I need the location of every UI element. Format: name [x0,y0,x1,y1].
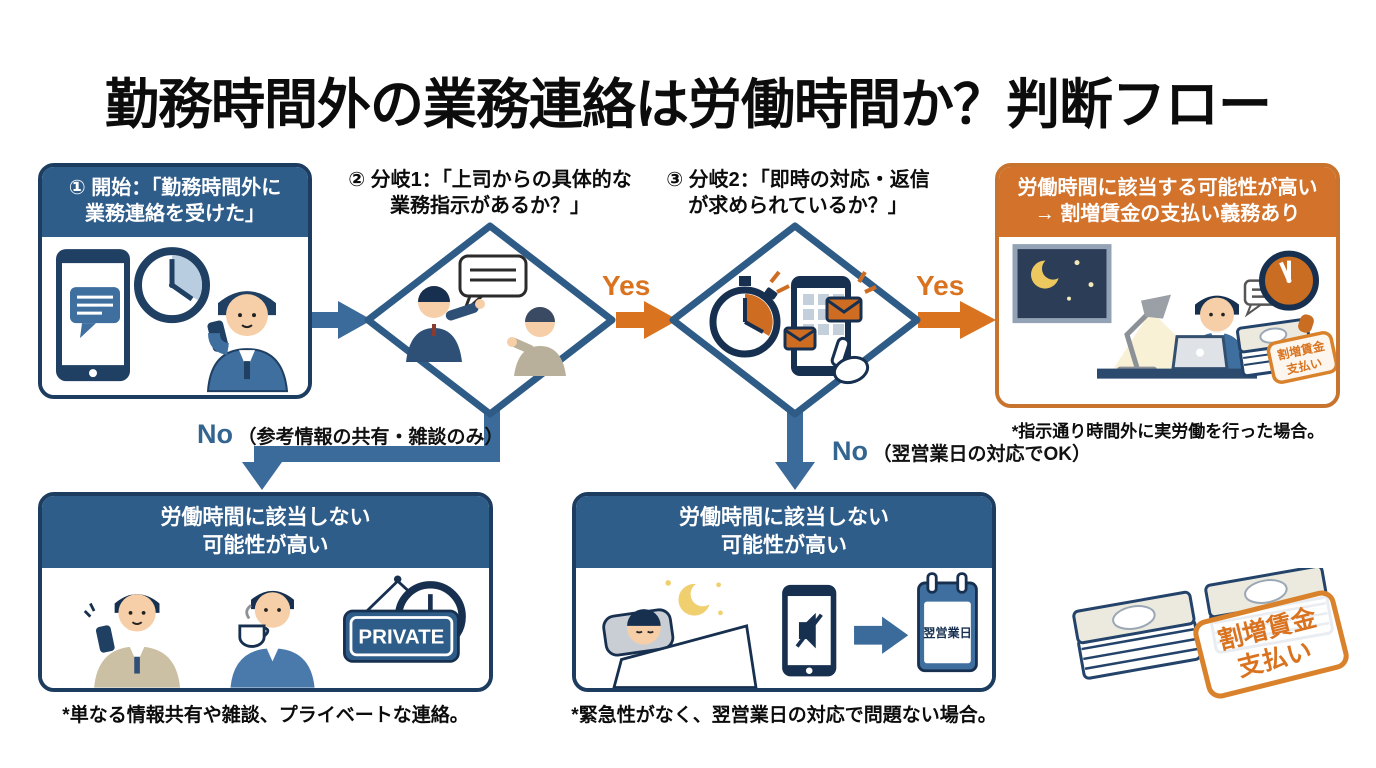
nextday-box-header: 労働時間に該当しない 可能性が高い [576,496,992,569]
businessman-figure [206,290,289,392]
private-box-header-line2: 可能性が高い [202,533,329,557]
decision1-label-line2: 業務指示があるか？」 [390,195,590,218]
phone-mail-icon [783,270,877,385]
envelope-icon [783,296,863,351]
sleeping-person-figure [602,580,758,688]
edge-label-no1: No （参考情報の共有・雑談のみ） [197,419,503,450]
stopwatch-icon [709,270,790,358]
start-box: ① 開始：「勤務時間外に 業務連絡を受けた」 [38,163,312,399]
decision2-label-line1: ③ 分岐2：「即時の対応・返信 [666,169,930,191]
result-box: 労働時間に該当する可能性が高い → 割増賃金の支払い義務あり [995,163,1340,408]
private-box-header: 労働時間に該当しない 可能性が高い [42,496,489,569]
edge-label-yes1: Yes [602,270,651,301]
nextday-box-header-line2: 可能性が高い [721,533,847,557]
stamp-handle-icon [1298,314,1314,333]
arrow-to-calendar [854,617,909,655]
calendar-icon: 翌営業日 [917,572,978,673]
decision2-diamond [667,220,923,420]
hand-pointer-icon [830,336,870,385]
calendar-text: 翌営業日 [923,626,972,641]
overtime-clock-icon [1259,250,1319,311]
no2-note: （翌営業日の対応でOK） [872,444,1091,465]
private-sign-icon: PRIVATE [343,575,466,664]
private-sign-text: PRIVATE [358,626,444,649]
arrowhead-no1 [242,462,282,490]
start-box-illustration [42,236,308,395]
decision2-label-line2: が求められているか？」 [688,195,908,218]
man-with-coffee-figure [230,591,315,688]
muted-phone-icon [782,585,837,677]
start-box-header: ① 開始：「勤務時間外に 業務連絡を受けた」 [42,167,308,237]
result-footnote: *指示通り時間外に実労働を行った場合。 [1011,422,1325,441]
arrow-yes-decision2-to-result [918,301,996,339]
start-box-header-line1: ① 開始：「勤務時間外に [68,177,282,199]
no2-word: No [832,436,868,466]
no1-word: No [197,419,233,449]
decision2-label: ③ 分岐2：「即時の対応・返信 が求められているか？」 [648,167,948,220]
nextday-box: 労働時間に該当しない 可能性が高い [572,492,996,692]
private-box-illustration: PRIVATE [42,568,489,688]
nextday-footnote: *緊急性がなく、翌営業日の対応で問題ない場合。 [571,705,997,726]
laptop-icon [1171,334,1229,370]
result-box-header-line2: → 割増賃金の支払い義務あり [1034,203,1301,226]
decision2-diamond-svg [669,222,921,418]
coffee-cup-icon [238,604,270,649]
result-box-illustration: 割増賃金 支払い [999,236,1336,404]
moon-icon [665,580,723,617]
nextday-box-header-line1: 労働時間に該当しない [679,506,889,529]
man-with-phone-figure [83,594,181,688]
arrowhead-no2 [775,462,815,490]
page-title: 勤務時間外の業務連絡は労働時間か？判断フロー [105,75,1272,135]
edge-label-no2: No （翌営業日の対応でOK） [832,436,1091,467]
private-footnote: *単なる情報共有や雑談、プライベートな連絡。 [62,705,469,726]
start-box-header-line2: 業務連絡を受けた」 [85,203,265,226]
result-box-header: 労働時間に該当する可能性が高い → 割増賃金の支払い義務あり [999,167,1336,237]
decision1-label-line1: ② 分岐1：「上司からの具体的な [348,169,632,191]
listener-figure [507,307,566,376]
smartphone-chat-icon [56,248,130,381]
no1-note: （参考情報の共有・雑談のみ） [237,427,504,448]
private-illustration-svg: PRIVATE [83,575,466,688]
result-illustration-svg: 割増賃金 支払い [1012,243,1336,384]
nextday-box-illustration: 翌営業日 [576,568,992,688]
result-box-header-line1: 労働時間に該当する可能性が高い [1017,177,1318,199]
clock-icon [134,246,210,323]
nextday-illustration-svg: 翌営業日 [602,572,978,688]
decision1-label: ② 分岐1：「上司からの具体的な 業務指示があるか？」 [333,167,647,220]
money-stamp-icon: 割増賃金 支払い [1236,314,1336,384]
private-box-header-line1: 労働時間に該当しない [160,506,371,529]
private-box: 労働時間に該当しない 可能性が高い [38,492,493,692]
decision1-diamond-svg [364,222,616,418]
boss-figure [406,286,485,362]
decision1-diamond [362,220,618,420]
start-illustration-svg [56,246,289,392]
night-window-icon [1012,243,1112,323]
edge-label-yes2: Yes [916,270,965,301]
